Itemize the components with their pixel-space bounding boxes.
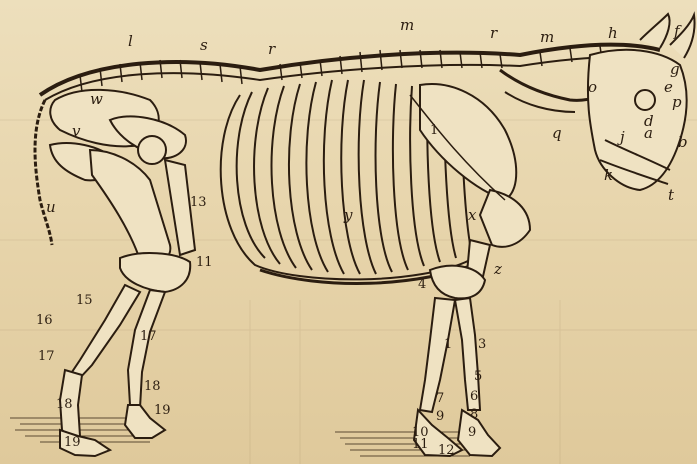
label-1-fore: 1 (444, 338, 452, 351)
label-11-fore: 11 (412, 438, 429, 451)
label-12: 12 (438, 444, 455, 457)
label-l: l (128, 34, 133, 49)
label-13: 13 (190, 196, 207, 209)
label-9-right: 9 (468, 426, 476, 439)
label-j: j (620, 130, 625, 145)
label-z: z (494, 262, 502, 277)
label-18-right: 18 (144, 380, 161, 393)
label-f: f (674, 24, 680, 39)
label-17-right: 17 (140, 330, 157, 343)
label-15: 15 (76, 294, 93, 307)
label-3: 3 (478, 338, 486, 351)
label-6: 6 (470, 390, 478, 403)
label-b: b (678, 135, 688, 150)
label-y: y (344, 208, 352, 223)
label-19-right: 19 (154, 404, 171, 417)
label-r-2: r (490, 26, 497, 41)
label-a: a (644, 126, 653, 141)
label-18-left: 18 (56, 398, 73, 411)
label-p: p (672, 95, 682, 110)
label-g: g (670, 62, 680, 77)
label-m-1: m (400, 18, 414, 33)
label-x: x (468, 208, 476, 223)
label-16: 16 (36, 314, 53, 327)
label-o: o (588, 80, 597, 95)
label-q: q (552, 126, 562, 141)
label-19-left: 19 (64, 436, 81, 449)
label-4: 4 (418, 278, 426, 291)
label-w: w (90, 92, 103, 107)
label-8: 8 (470, 408, 478, 421)
label-17-left: 17 (38, 350, 55, 363)
label-h: h (608, 26, 618, 41)
label-m-2: m (540, 30, 554, 45)
label-5: 5 (474, 370, 482, 383)
label-k: k (604, 168, 613, 183)
label-v: v (72, 124, 80, 139)
label-r-1: r (268, 42, 275, 57)
label-7: 7 (436, 392, 444, 405)
label-u: u (46, 200, 56, 215)
label-1-scapula: 1 (430, 124, 438, 137)
label-s: s (200, 38, 208, 53)
label-t: t (668, 188, 674, 203)
label-11-hind: 11 (196, 256, 213, 269)
label-9-left: 9 (436, 410, 444, 423)
tail (35, 100, 52, 245)
